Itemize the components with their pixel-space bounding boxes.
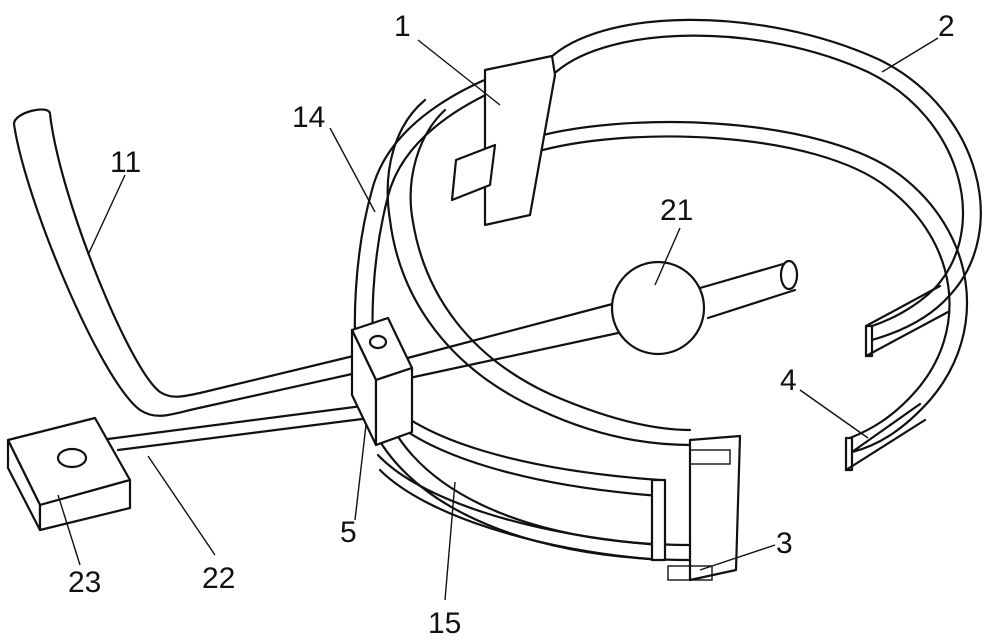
- label-22: 22: [202, 562, 235, 595]
- band-2: [525, 20, 981, 470]
- label-1: 1: [394, 10, 411, 43]
- bar-11: [8, 109, 370, 530]
- label-23: 23: [68, 566, 101, 599]
- label-15: 15: [428, 607, 461, 640]
- label-11: 11: [110, 146, 141, 179]
- label-5: 5: [340, 516, 357, 549]
- label-3: 3: [776, 527, 793, 560]
- label-4: 4: [780, 364, 797, 397]
- connector-5: [352, 318, 412, 445]
- label-14: 14: [292, 101, 325, 134]
- label-2: 2: [938, 10, 955, 43]
- label-21: 21: [660, 194, 693, 227]
- rod-21: [400, 261, 797, 380]
